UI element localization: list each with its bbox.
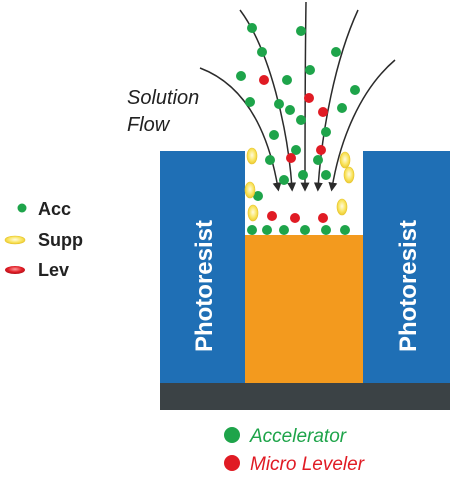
accelerator-particle <box>321 225 331 235</box>
accelerator-particle <box>300 225 310 235</box>
photoresist-left-block <box>160 151 245 383</box>
leveler-particle <box>318 213 328 223</box>
accelerator-particle <box>236 71 246 81</box>
leveler-particles <box>259 75 328 223</box>
copper-fill <box>245 235 363 383</box>
leveler-particle <box>304 93 314 103</box>
accelerator-particle <box>247 23 257 33</box>
legend-micro-leveler-label: Micro Leveler <box>250 454 365 475</box>
accelerator-particle <box>262 225 272 235</box>
accelerator-particle <box>350 85 360 95</box>
legend-acc-label: Acc <box>38 199 71 219</box>
accelerator-particle <box>269 130 279 140</box>
left-legend: Acc Supp Lev <box>4 199 83 280</box>
accelerator-particle <box>298 170 308 180</box>
solution-flow-label-line1: Solution <box>127 87 199 109</box>
leveler-particle <box>318 107 328 117</box>
accelerator-particle <box>247 225 257 235</box>
legend-supp-label: Supp <box>38 230 83 250</box>
accelerator-particle <box>282 75 292 85</box>
suppressor-particle <box>247 204 259 222</box>
leveler-legend-dot-icon <box>224 455 240 471</box>
accelerator-particle <box>253 191 263 201</box>
accelerator-particle <box>296 115 306 125</box>
red-ellipse-icon <box>5 266 25 274</box>
accelerator-particle <box>340 225 350 235</box>
accelerator-particle <box>285 105 295 115</box>
accelerator-particle <box>279 175 289 185</box>
leveler-particle <box>290 213 300 223</box>
photoresist-right-block <box>363 151 450 383</box>
suppressor-particle <box>244 181 256 199</box>
flow-arrow <box>199 67 282 192</box>
accelerator-particle <box>337 103 347 113</box>
accelerator-particle <box>257 47 267 57</box>
accelerator-particle <box>279 225 289 235</box>
accelerator-legend-dot-icon <box>224 427 240 443</box>
photoresist-left-label: Photoresist <box>191 220 218 352</box>
accelerator-particle <box>321 170 331 180</box>
bottom-legend: Accelerator Micro Leveler <box>224 426 365 475</box>
solution-flow-label-line2: Flow <box>127 114 171 136</box>
accelerator-particle <box>274 99 284 109</box>
accelerator-particle <box>313 155 323 165</box>
leveler-particle <box>267 211 277 221</box>
flow-arrow <box>313 9 359 192</box>
leveler-particle <box>259 75 269 85</box>
legend-lev-label: Lev <box>38 260 69 280</box>
accelerator-particle <box>305 65 315 75</box>
legend-accelerator-label: Accelerator <box>249 426 347 447</box>
accelerator-particle <box>296 26 306 36</box>
suppressor-particle <box>343 166 355 184</box>
photoresist-right-label: Photoresist <box>395 220 422 352</box>
accelerator-particle <box>265 155 275 165</box>
suppressor-particles <box>244 147 355 222</box>
flow-arrow <box>328 59 396 192</box>
suppressor-particle <box>339 151 351 169</box>
accelerator-particles <box>236 23 360 235</box>
leveler-particle <box>316 145 326 155</box>
leveler-particle <box>286 153 296 163</box>
green-dot-icon <box>17 203 27 213</box>
accelerator-particle <box>331 47 341 57</box>
yellow-ellipse-icon <box>4 235 26 245</box>
substrate-base <box>160 383 450 410</box>
accelerator-particle <box>245 97 255 107</box>
suppressor-particle <box>336 198 348 216</box>
suppressor-particle <box>246 147 258 165</box>
accelerator-particle <box>291 145 301 155</box>
accelerator-particle <box>321 127 331 137</box>
